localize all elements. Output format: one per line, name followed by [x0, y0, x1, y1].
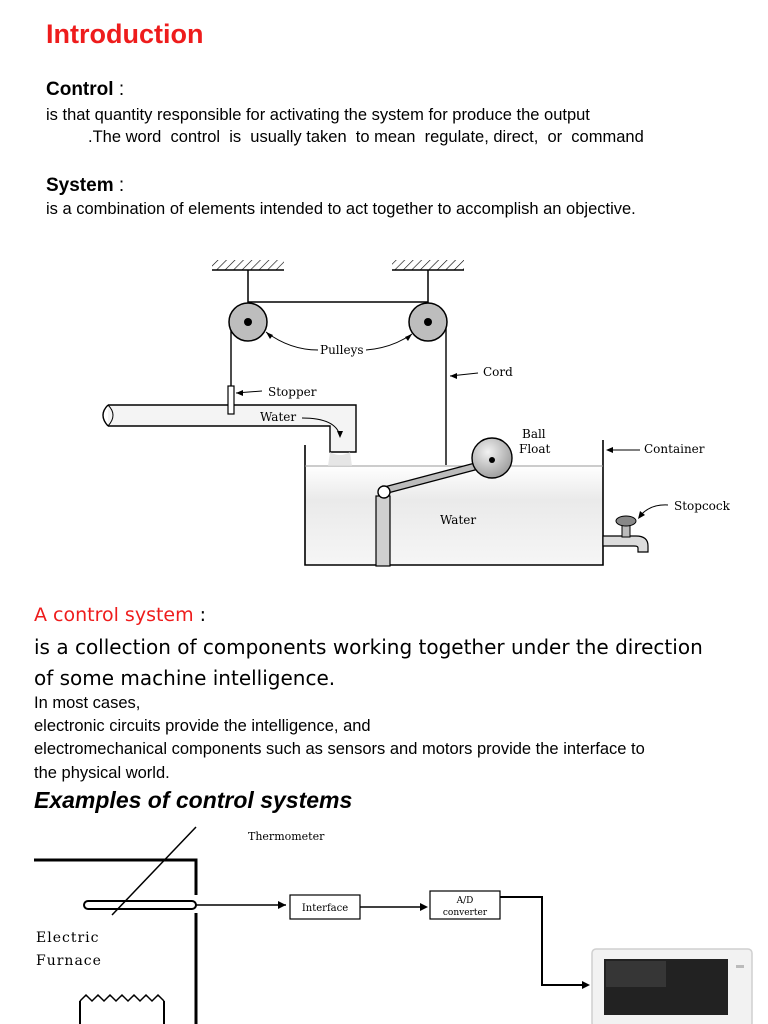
- control-system-term: A control system: [34, 604, 194, 626]
- electric-label: Electric: [36, 930, 99, 946]
- control-definition-line-2: .The word control is usually taken to me…: [88, 128, 644, 146]
- furnace-control-diagram: Thermometer Interface A/D converter Elec…: [34, 826, 753, 1024]
- page-title: Introduction: [46, 19, 204, 49]
- thermometer: [83, 826, 286, 916]
- inlet-water-label: Water: [260, 410, 296, 424]
- ad-label: A/D: [456, 896, 474, 906]
- stopper-label: Stopper: [268, 385, 317, 399]
- control-heading: Control :: [46, 79, 124, 101]
- control-term: Control: [46, 79, 114, 100]
- stopper: [227, 385, 235, 415]
- examples-heading: Examples of control systems: [34, 787, 353, 813]
- cord-line: [230, 301, 447, 472]
- detail-line-2: electronic circuits provide the intellig…: [34, 717, 371, 735]
- system-heading: System :: [46, 175, 124, 197]
- detail-line-3: electromechanical components such as sen…: [34, 740, 645, 758]
- converter-label: converter: [443, 908, 488, 918]
- stopcock: [602, 515, 649, 553]
- inlet-pipe: [102, 404, 357, 453]
- display-monitor: [591, 948, 753, 1024]
- container-label: Container: [644, 442, 705, 456]
- water-container: [304, 440, 604, 566]
- tank-water-label: Water: [440, 513, 476, 527]
- control-definition-line-1: is that quantity responsible for activat…: [46, 106, 590, 124]
- control-system-heading: A control system :: [34, 604, 206, 626]
- electric-furnace: [34, 858, 198, 1024]
- detail-line-4: the physical world.: [34, 764, 170, 782]
- furnace-label: Furnace: [36, 953, 102, 969]
- pulley-left: [228, 302, 268, 342]
- thermometer-label: Thermometer: [248, 830, 325, 843]
- control-system-definition-line-2: of some machine intelligence.: [34, 666, 336, 690]
- control-colon: :: [113, 79, 125, 100]
- pulleys-label: Pulleys: [320, 343, 364, 357]
- stopcock-label: Stopcock: [674, 499, 731, 513]
- system-definition: is a combination of elements intended to…: [46, 200, 636, 218]
- float-label: Float: [519, 442, 551, 456]
- ball-label: Ball: [522, 427, 546, 441]
- interface-block: [289, 894, 361, 920]
- pulley-right: [408, 302, 448, 342]
- detail-line-1: In most cases,: [34, 694, 141, 712]
- heating-coil: [79, 993, 165, 1024]
- water-level-control-diagram: Pulleys Cord Stopper Water Ball Float Co…: [102, 260, 731, 567]
- cord-label: Cord: [483, 365, 513, 379]
- interface-label: Interface: [302, 903, 348, 914]
- control-system-colon: :: [193, 604, 207, 626]
- ad-converter-block: [429, 890, 501, 920]
- system-term: System: [46, 175, 114, 196]
- system-colon: :: [113, 175, 125, 196]
- control-system-definition-line-1: is a collection of components working to…: [34, 635, 703, 659]
